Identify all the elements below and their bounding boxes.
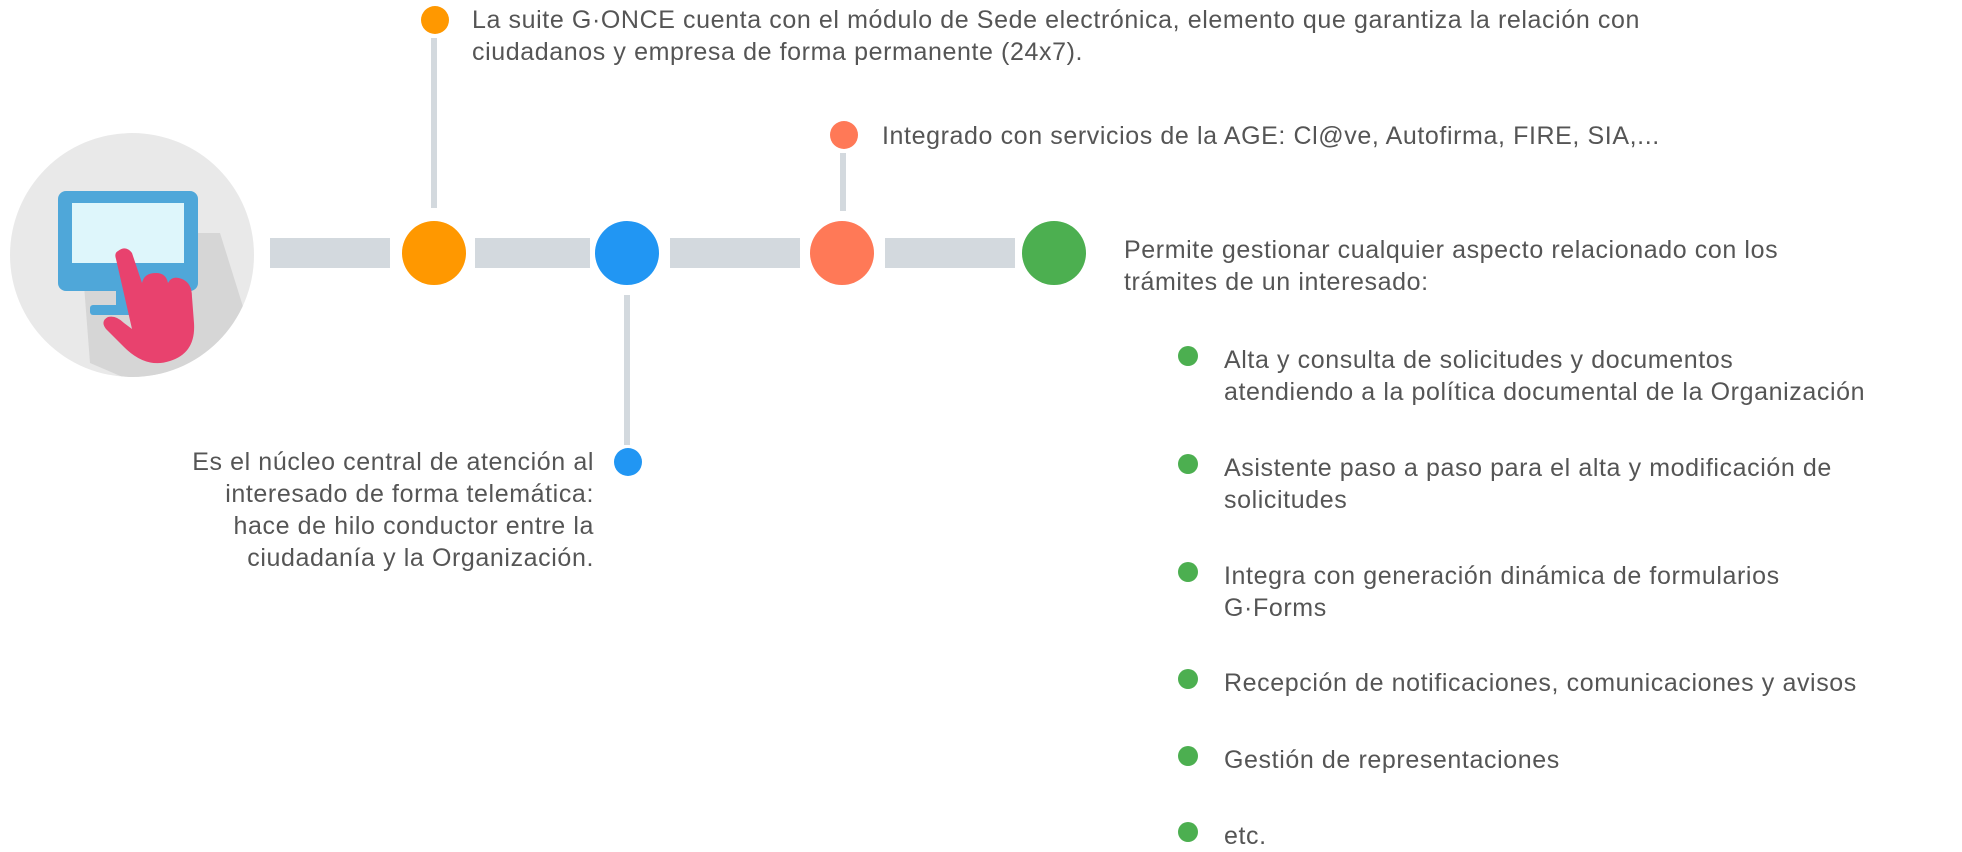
list-item: Integra con generación dinámica de formu… — [1224, 562, 1780, 622]
timeline-segment — [475, 238, 590, 268]
list-item: Asistente paso a paso para el alta y mod… — [1224, 454, 1832, 514]
list-bullet — [1178, 822, 1198, 842]
milestone-small-dot-coral — [830, 121, 858, 149]
milestone-text-orange: La suite G·ONCE cuenta con el módulo de … — [472, 6, 1640, 66]
milestone-text-green: Permite gestionar cualquier aspecto rela… — [1124, 236, 1779, 296]
milestone-dot-orange — [402, 221, 466, 285]
timeline-segment — [270, 238, 390, 268]
milestone-small-dot-blue — [614, 448, 642, 476]
milestone-text-blue: Es el núcleo central de atención al inte… — [192, 448, 594, 572]
milestone-small-dot-orange — [421, 6, 449, 34]
list-item: Gestión de representaciones — [1224, 746, 1560, 774]
list-bullet — [1178, 669, 1198, 689]
list-bullet — [1178, 454, 1198, 474]
timeline-segment — [885, 238, 1015, 268]
list-bullet — [1178, 346, 1198, 366]
monitor-touch-hand-icon — [10, 133, 254, 377]
list-item: etc. — [1224, 822, 1267, 850]
milestone-dot-blue — [595, 221, 659, 285]
milestone-dot-green — [1022, 221, 1086, 285]
list-item: Recepción de notificaciones, comunicacio… — [1224, 669, 1857, 697]
list-bullet — [1178, 562, 1198, 582]
list-item: Alta y consulta de solicitudes y documen… — [1224, 346, 1866, 406]
connector-line — [431, 38, 437, 208]
timeline-segment — [670, 238, 800, 268]
milestone-text-coral: Integrado con servicios de la AGE: Cl@ve… — [882, 122, 1660, 150]
connector-line — [840, 153, 846, 211]
milestone-dot-coral — [810, 221, 874, 285]
connector-line — [624, 295, 630, 445]
list-bullet — [1178, 746, 1198, 766]
